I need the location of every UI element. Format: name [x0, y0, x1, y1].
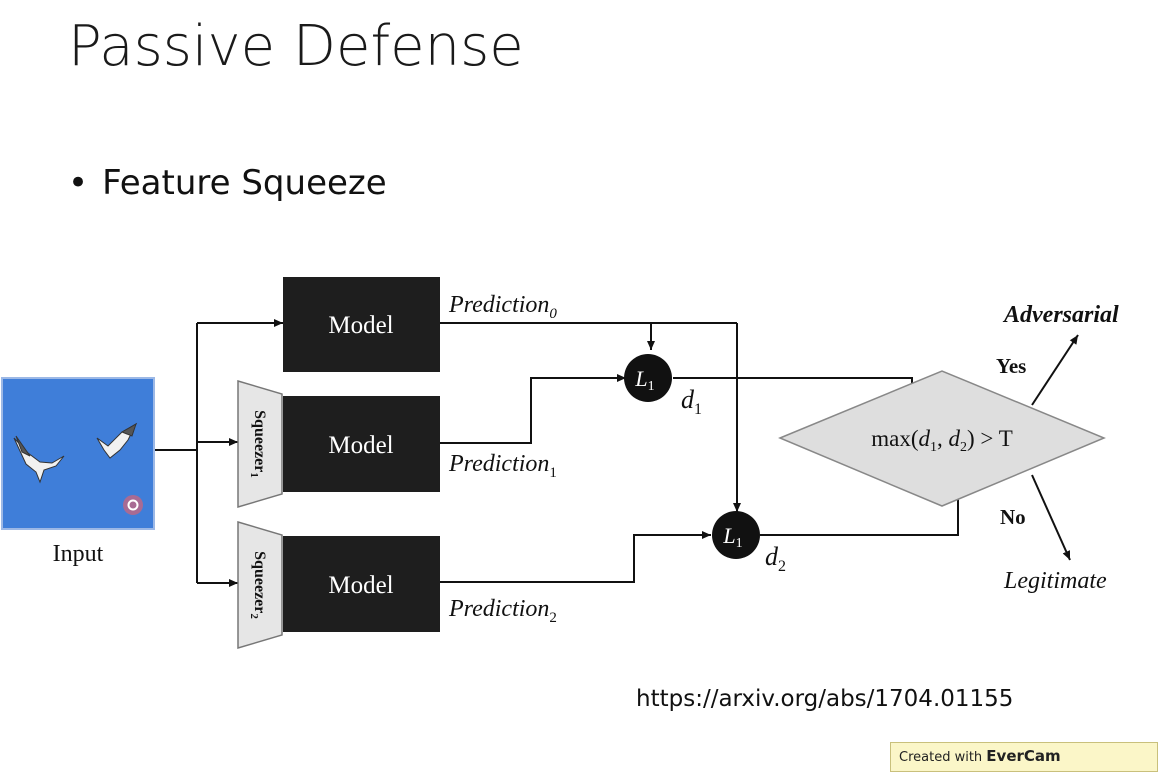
svg-text:L1: L1: [722, 523, 742, 551]
input-image: [1, 377, 155, 530]
prediction-1-label: Prediction1: [448, 451, 557, 481]
adversarial-label: Adversarial: [1002, 302, 1119, 328]
connection-lines: [440, 322, 1079, 583]
model-label-0: Model: [328, 312, 393, 339]
watermark-brand: EverCam: [986, 747, 1061, 765]
svg-text:Squeezer1: Squeezer1: [248, 410, 268, 478]
model-box-2: Model: [283, 536, 440, 632]
bullet-dot: •: [68, 163, 89, 203]
d1-label: d1: [681, 385, 702, 418]
d2-label: d2: [765, 542, 786, 575]
bullet-text: Feature Squeeze: [102, 163, 387, 203]
evercam-watermark: Created with EverCam: [890, 742, 1158, 772]
no-label: No: [1000, 505, 1026, 529]
squeezer-2-label: Squeezer: [251, 551, 268, 613]
slide-title: Passive Defense: [68, 14, 524, 79]
l1-node-1: L1: [624, 354, 672, 402]
svg-text:L1: L1: [634, 366, 654, 394]
squeezer-1: Squeezer1: [237, 379, 283, 509]
input-branch-lines: [155, 319, 283, 587]
yes-label: Yes: [996, 354, 1026, 378]
cursor-marker: [123, 495, 143, 515]
model-box-0: Model: [283, 277, 440, 372]
squeezer-1-sub: 1: [248, 472, 260, 478]
bird-right-icon: [96, 422, 138, 459]
model-label-2: Model: [328, 572, 393, 599]
decision-diamond: max(d1, d2) > T: [778, 370, 1106, 507]
bullet-feature-squeeze: • Feature Squeeze: [68, 163, 387, 203]
input-label: Input: [53, 541, 104, 567]
squeezer-1-label: Squeezer: [251, 410, 268, 472]
feature-squeeze-diagram: Input Squeezer1 Squeezer2 Model Model Mo…: [1, 277, 1119, 650]
l1-node-2: L1: [712, 511, 760, 559]
squeezer-2: Squeezer2: [237, 520, 283, 650]
prediction-0-label: Prediction0: [448, 292, 557, 322]
svg-text:Squeezer2: Squeezer2: [248, 551, 268, 619]
decision-expression: max(d1, d2) > T: [871, 426, 1013, 455]
squeezer-2-sub: 2: [248, 613, 260, 619]
model-box-1: Model: [283, 396, 440, 492]
legitimate-label: Legitimate: [1003, 568, 1107, 594]
model-label-1: Model: [328, 432, 393, 459]
reference-url[interactable]: https://arxiv.org/abs/1704.01155: [636, 686, 1014, 712]
watermark-prefix: Created with: [899, 750, 987, 765]
prediction-2-label: Prediction2: [448, 596, 557, 626]
bird-left-icon: [13, 435, 65, 484]
